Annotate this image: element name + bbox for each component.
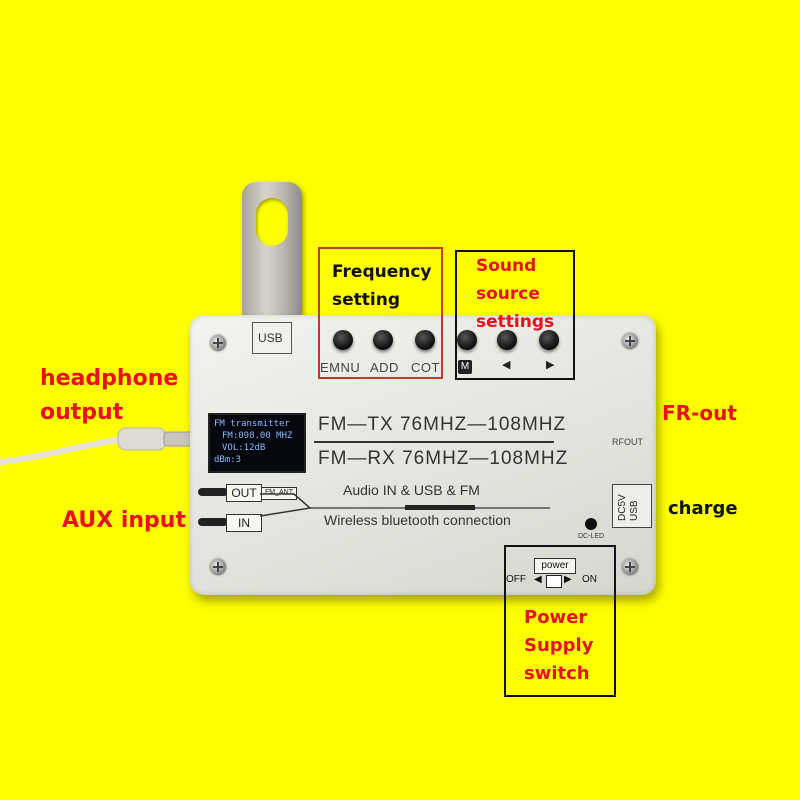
power-label: power: [534, 558, 576, 574]
oled-display: FM transmitter FM:098.00 MHZ VOL:12dB dB…: [208, 413, 306, 473]
rfout-label: RFOUT: [612, 437, 643, 447]
usb-side-label: USB: [629, 500, 640, 521]
audio-source-text: Audio IN & USB & FM: [343, 482, 480, 498]
mode-button-label: M: [458, 360, 472, 374]
sound-source-frame: [455, 250, 575, 380]
screw-icon: [210, 335, 226, 351]
bluetooth-text: Wireless bluetooth connection: [324, 512, 511, 528]
headphone-cable: [0, 427, 195, 465]
dc5v-label: DC5V: [617, 494, 628, 521]
next-button[interactable]: [539, 330, 559, 350]
dc-led-label: DC-LED: [578, 533, 605, 540]
oled-line: dBm:3: [214, 455, 242, 465]
frequency-setting-frame: [318, 247, 443, 379]
menu-button-label: EMNU: [320, 360, 361, 375]
usb-drive-ring-hole: [256, 198, 288, 246]
fm-rx-range: FM—RX 76MHZ—108MHZ: [318, 448, 569, 469]
dc5v-usb-port[interactable]: DC5V USB: [612, 484, 652, 528]
prev-arrow-icon: ◀: [502, 359, 511, 371]
usb-flash-drive: [242, 182, 302, 327]
connection-lines: [260, 493, 550, 517]
off-label: OFF: [506, 574, 526, 585]
sound-source-callout: Sound source settings: [476, 256, 555, 332]
oled-line: VOL:12dB: [222, 443, 266, 453]
screw-icon: [622, 559, 638, 575]
oled-line: FM:098.00 MHZ: [222, 431, 293, 441]
screw-icon: [622, 333, 638, 349]
mode-button[interactable]: [457, 330, 477, 350]
power-switch-frame: [504, 545, 616, 697]
dc-led-indicator: [585, 518, 597, 530]
headphone-output-callout: headphone output: [40, 366, 179, 425]
usb-port-label: USB: [258, 331, 283, 345]
frequency-setting-callout: Frequency setting: [332, 262, 432, 310]
cot-button-label: COT: [411, 360, 440, 375]
on-label: ON: [582, 574, 597, 585]
fm-tx-range: FM—TX 76MHZ—108MHZ: [318, 414, 567, 435]
aux-input-callout: AUX input: [62, 508, 186, 533]
next-arrow-icon: ▶: [546, 359, 555, 371]
out-jack[interactable]: [198, 488, 228, 496]
menu-button[interactable]: [333, 330, 353, 350]
cot-button[interactable]: [415, 330, 435, 350]
in-jack[interactable]: [198, 518, 228, 526]
power-supply-callout: Power Supply switch: [524, 607, 594, 684]
usb-port[interactable]: USB: [252, 322, 292, 354]
screw-icon: [210, 559, 226, 575]
charge-callout: charge: [668, 498, 738, 519]
in-jack-label: IN: [226, 514, 262, 532]
out-jack-label: OUT: [226, 484, 262, 502]
add-button-label: ADD: [370, 360, 399, 375]
divider: [314, 441, 554, 443]
prev-button[interactable]: [497, 330, 517, 350]
oled-line: FM transmitter: [214, 419, 290, 429]
fr-out-callout: FR-out: [662, 401, 737, 425]
power-switch[interactable]: ◀ ▶: [534, 574, 574, 588]
add-button[interactable]: [373, 330, 393, 350]
